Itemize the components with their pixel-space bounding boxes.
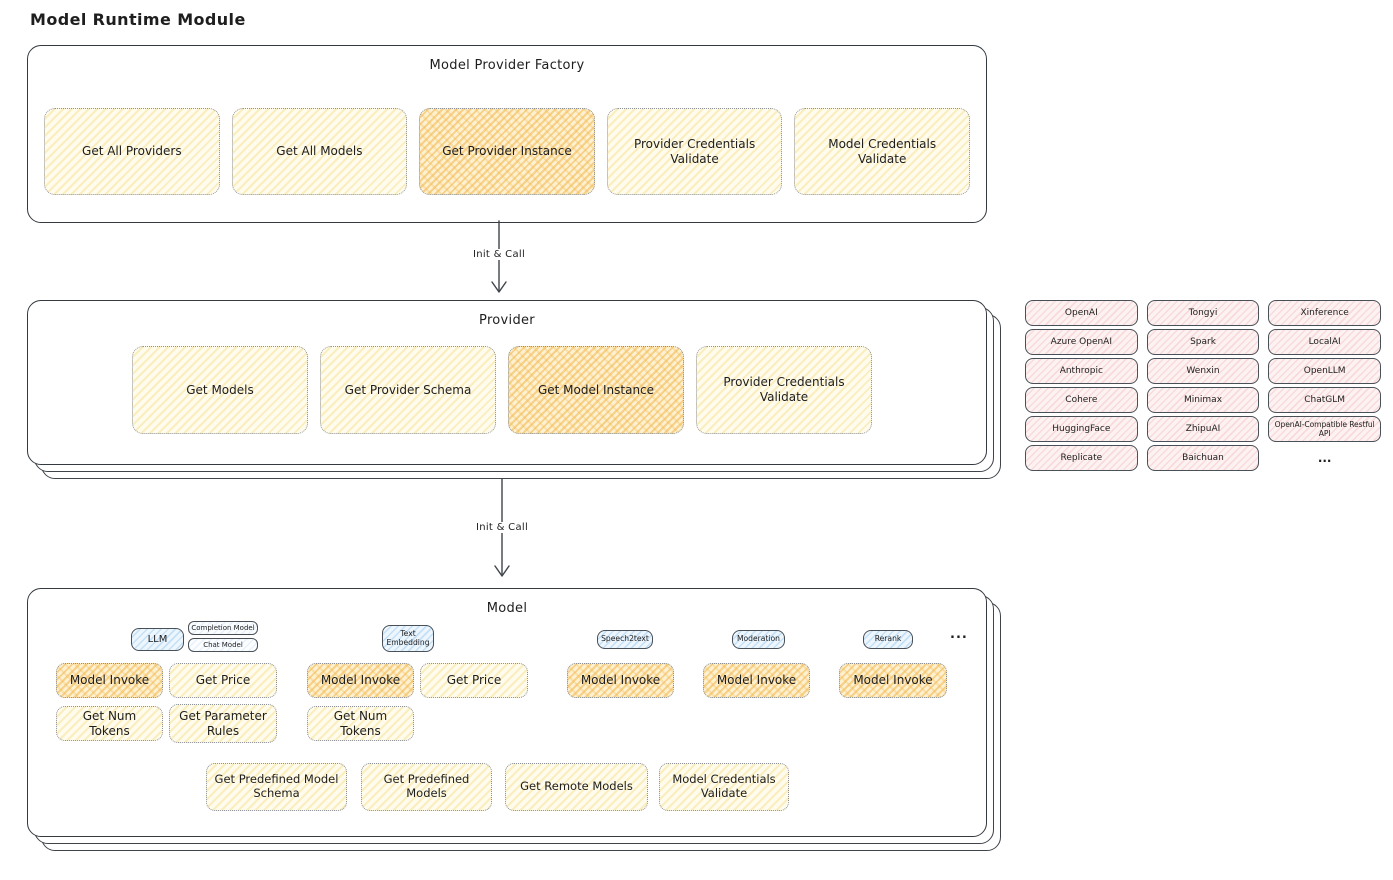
- provider-replicate: Replicate: [1025, 445, 1138, 471]
- node-rerank-model-invoke: Model Invoke: [839, 663, 947, 698]
- node-model-credentials-validate: Model Credentials Validate: [794, 108, 970, 195]
- node-get-remote-models: Get Remote Models: [505, 763, 648, 811]
- model-title: Model: [486, 601, 528, 616]
- node-get-provider-instance: Get Provider Instance: [419, 108, 595, 195]
- node-llm-get-price: Get Price: [169, 663, 277, 698]
- provider-buttons-row: Get Models Get Provider Schema Get Model…: [132, 346, 872, 434]
- node-llm-get-num-tokens: Get Num Tokens: [56, 706, 163, 741]
- node-get-predefined-model-schema: Get Predefined Model Schema: [206, 763, 347, 811]
- provider-huggingface: HuggingFace: [1025, 416, 1138, 442]
- node-embedding-get-price: Get Price: [420, 663, 528, 698]
- provider-xinference: Xinference: [1268, 300, 1381, 326]
- provider-localai: LocalAI: [1268, 329, 1381, 355]
- tag-llm: LLM: [131, 628, 184, 651]
- provider-azure-openai: Azure OpenAI: [1025, 329, 1138, 355]
- provider-chatglm: ChatGLM: [1268, 387, 1381, 413]
- tag-moderation: Moderation: [732, 630, 785, 649]
- provider-tongyi: Tongyi: [1146, 300, 1260, 326]
- provider-name-grid: OpenAI Tongyi Xinference Azure OpenAI Sp…: [1025, 300, 1381, 471]
- node-speech2text-model-invoke: Model Invoke: [567, 663, 674, 698]
- tag-text-embedding: Text Embedding: [382, 625, 434, 652]
- node-get-provider-schema: Get Provider Schema: [320, 346, 496, 434]
- node-get-models: Get Models: [132, 346, 308, 434]
- init-call-label-1: Init & Call: [468, 249, 530, 260]
- model-provider-factory-panel: Model Provider Factory Get All Providers…: [27, 45, 987, 223]
- node-get-all-providers: Get All Providers: [44, 108, 220, 195]
- provider-panel: Provider Get Models Get Provider Schema …: [27, 300, 987, 465]
- factory-buttons-row: Get All Providers Get All Models Get Pro…: [44, 108, 970, 195]
- node-get-predefined-models: Get Predefined Models: [361, 763, 492, 811]
- model-panel: Model LLM Completion Model Chat Model Te…: [27, 588, 987, 837]
- tags-more-ellipsis: ...: [950, 627, 968, 642]
- node-provider-credentials-validate: Provider Credentials Validate: [606, 108, 783, 195]
- provider-zhipuai: ZhipuAI: [1146, 416, 1260, 442]
- tag-completion-model: Completion Model: [188, 621, 258, 635]
- provider-cohere: Cohere: [1025, 387, 1138, 413]
- node-embedding-get-num-tokens: Get Num Tokens: [307, 706, 414, 741]
- provider-openai-compatible: OpenAI-Compatible Restful API: [1268, 416, 1381, 442]
- node-embedding-model-invoke: Model Invoke: [307, 663, 414, 698]
- provider-wenxin: Wenxin: [1146, 358, 1260, 384]
- tag-speech2text: Speech2text: [597, 630, 653, 649]
- provider-openllm: OpenLLM: [1268, 358, 1381, 384]
- provider-baichuan: Baichuan: [1146, 445, 1260, 471]
- page-title: Model Runtime Module: [30, 10, 246, 29]
- provider-minimax: Minimax: [1146, 387, 1260, 413]
- node-llm-get-parameter-rules: Get Parameter Rules: [169, 704, 277, 743]
- provider-openai: OpenAI: [1025, 300, 1138, 326]
- node-get-all-models: Get All Models: [231, 108, 408, 195]
- provider-anthropic: Anthropic: [1025, 358, 1138, 384]
- node-llm-model-invoke: Model Invoke: [56, 663, 163, 698]
- provider-title: Provider: [479, 313, 535, 328]
- node-provider-credentials-validate-2: Provider Credentials Validate: [696, 346, 872, 434]
- node-moderation-model-invoke: Model Invoke: [703, 663, 810, 698]
- factory-title: Model Provider Factory: [429, 58, 585, 73]
- node-get-model-instance: Get Model Instance: [508, 346, 684, 434]
- provider-spark: Spark: [1146, 329, 1260, 355]
- provider-more-ellipsis: ...: [1317, 451, 1332, 465]
- node-model-credentials-validate-2: Model Credentials Validate: [659, 763, 789, 811]
- tag-chat-model: Chat Model: [188, 638, 258, 652]
- tag-rerank: Rerank: [863, 630, 913, 649]
- init-call-label-2: Init & Call: [471, 522, 533, 533]
